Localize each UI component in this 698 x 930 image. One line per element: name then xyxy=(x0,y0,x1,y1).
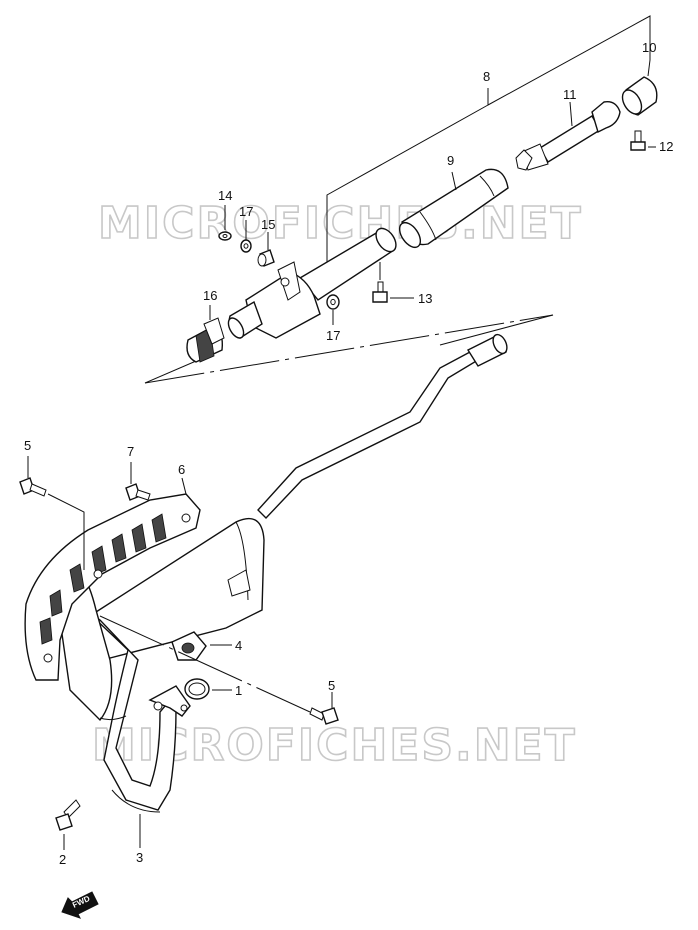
assembly-bracket xyxy=(144,15,651,384)
part-2-bolt[interactable] xyxy=(55,799,81,850)
callout-11: 11 xyxy=(563,87,577,102)
fwd-arrow-icon: FWD xyxy=(61,891,99,919)
callout-4: 4 xyxy=(235,638,242,653)
callout-14: 14 xyxy=(218,188,232,203)
callout-17-top: 17 xyxy=(239,204,253,219)
callout-1: 1 xyxy=(235,683,242,698)
part-10-end-cap[interactable] xyxy=(619,59,658,117)
part-17-washer-top[interactable] xyxy=(240,220,252,253)
callout-2: 2 xyxy=(59,852,66,867)
callout-8: 8 xyxy=(483,69,490,84)
callout-10: 10 xyxy=(642,40,656,55)
part-13-bolt[interactable] xyxy=(372,262,414,303)
callout-5-upper: 5 xyxy=(24,438,31,453)
callout-5-lower: 5 xyxy=(328,678,335,693)
part-1-gasket[interactable] xyxy=(184,678,232,700)
part-16-damper[interactable] xyxy=(186,305,225,363)
part-8-tail-pipe[interactable] xyxy=(225,225,400,341)
callout-17-bottom: 17 xyxy=(326,328,340,343)
callout-7: 7 xyxy=(127,444,134,459)
callout-9: 9 xyxy=(447,153,454,168)
callout-6: 6 xyxy=(178,462,185,477)
callout-15: 15 xyxy=(261,217,275,232)
watermark-top: MICROFICHES.NET xyxy=(98,198,583,249)
part-5-bolt-lower[interactable] xyxy=(99,615,339,725)
part-6-heat-guard[interactable] xyxy=(24,477,201,681)
part-17-washer-bottom[interactable] xyxy=(326,294,340,325)
part-11-arrester-tube[interactable] xyxy=(515,101,621,171)
part-15-collar[interactable] xyxy=(257,232,275,267)
callout-16: 16 xyxy=(203,288,217,303)
callout-3: 3 xyxy=(136,850,143,865)
part-9-inner-pipe[interactable] xyxy=(395,168,509,251)
part-7-bolt[interactable] xyxy=(125,462,151,501)
callout-13: 13 xyxy=(418,291,432,306)
part-12-bolt[interactable] xyxy=(630,130,656,151)
part-3-exhaust-pipe[interactable] xyxy=(59,332,510,813)
callout-12: 12 xyxy=(659,139,673,154)
part-5-bolt-upper[interactable] xyxy=(19,456,85,570)
part-14-washer[interactable] xyxy=(218,205,232,241)
